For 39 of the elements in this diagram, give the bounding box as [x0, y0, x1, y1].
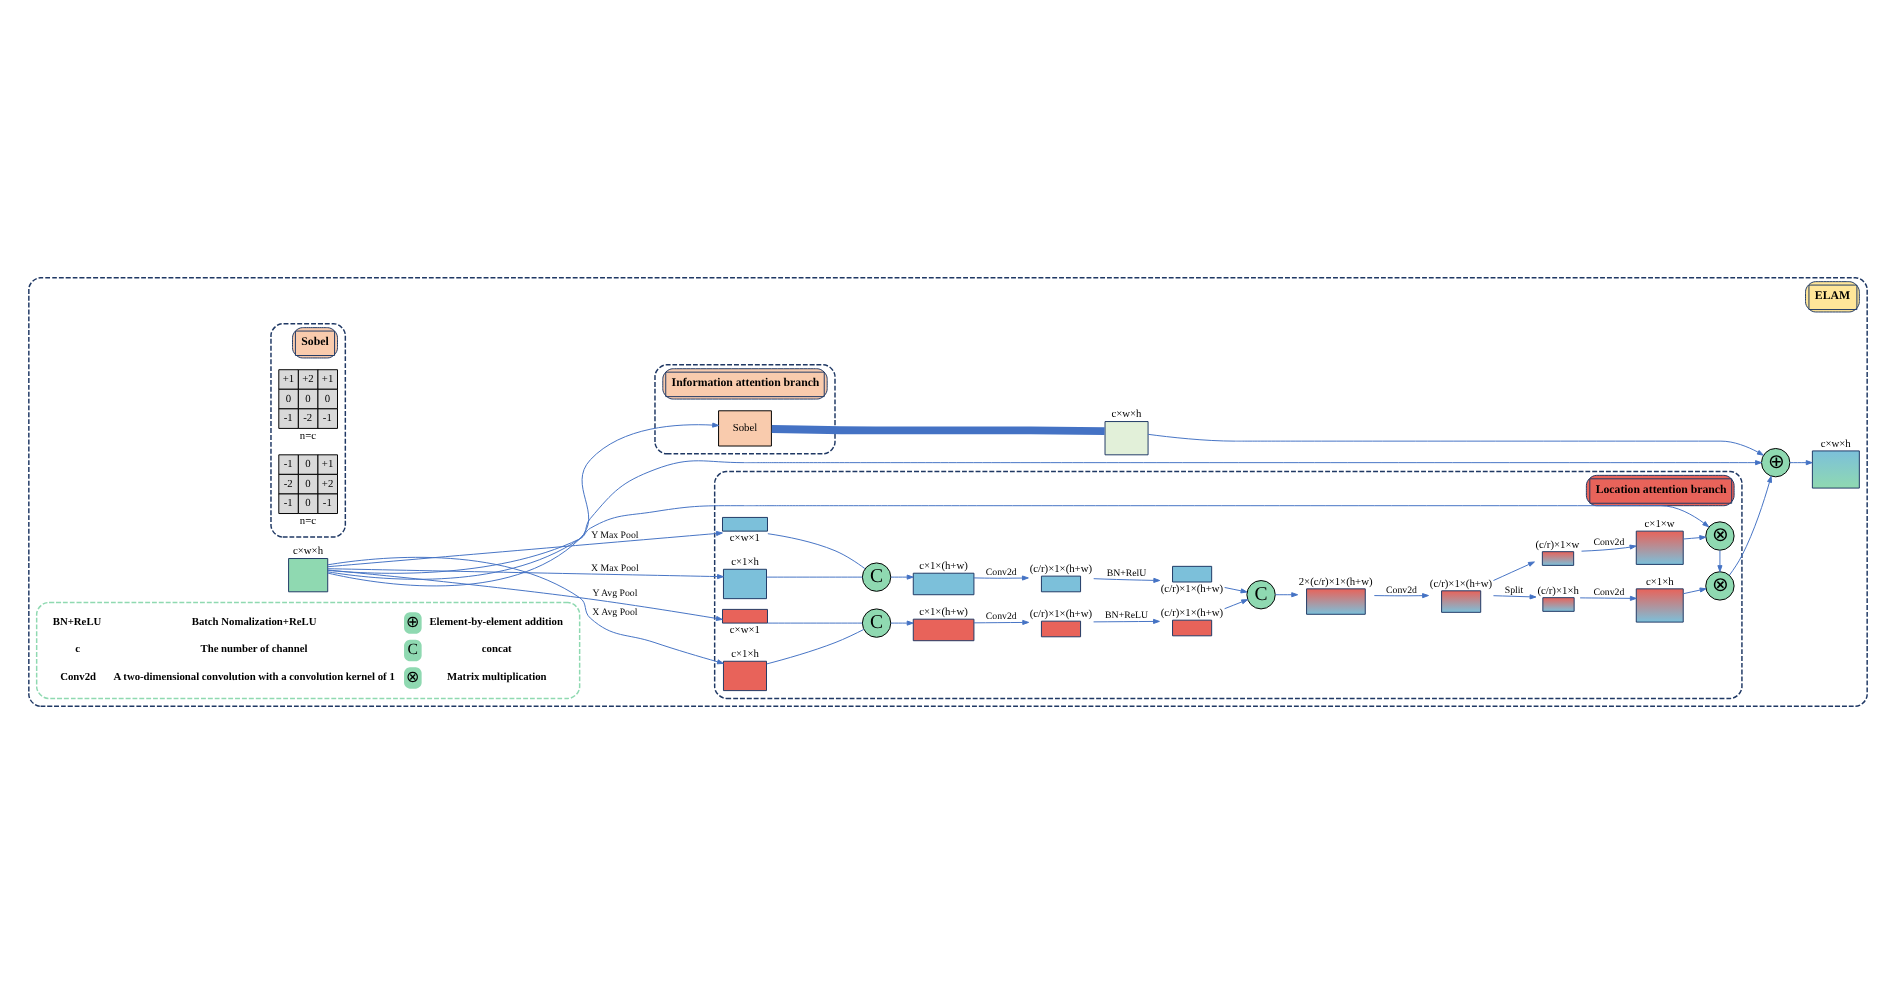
connector — [766, 575, 863, 577]
node-circle: ⊕ — [1761, 446, 1791, 477]
arrow — [1581, 543, 1637, 551]
arrow — [327, 567, 724, 579]
arrow — [1093, 576, 1161, 582]
label: C — [407, 639, 418, 658]
arrow — [1682, 534, 1707, 540]
connector — [766, 627, 865, 664]
arrow — [1224, 598, 1249, 609]
arrow — [1224, 586, 1248, 593]
arrow — [973, 574, 1029, 580]
connector — [767, 532, 866, 569]
arrow — [890, 573, 914, 579]
arrow — [1093, 617, 1160, 623]
node-circle: C — [861, 607, 892, 637]
arrow — [1682, 586, 1707, 594]
node-circle: ⊗ — [1705, 570, 1735, 600]
label: ⊕ — [405, 611, 420, 630]
arrow — [1492, 593, 1537, 599]
arrow — [327, 568, 723, 620]
arrow — [327, 421, 720, 586]
arrow — [1274, 591, 1299, 597]
arrow — [1728, 474, 1772, 575]
node-circle: ⊗ — [1705, 520, 1735, 550]
arrow — [1789, 459, 1813, 465]
arrow — [1373, 592, 1429, 598]
label: ⊗ — [405, 666, 420, 685]
arrow — [327, 529, 723, 567]
arrow — [1492, 560, 1535, 580]
node-circle: C — [1246, 579, 1276, 609]
connector — [771, 424, 1105, 434]
arrow — [1147, 432, 1764, 455]
arrow — [1717, 548, 1723, 571]
arrow — [1579, 594, 1637, 600]
arrow — [973, 618, 1030, 624]
connector — [767, 621, 863, 623]
arrow — [890, 619, 914, 625]
arrow — [327, 504, 1710, 573]
node-circle: C — [861, 561, 892, 591]
